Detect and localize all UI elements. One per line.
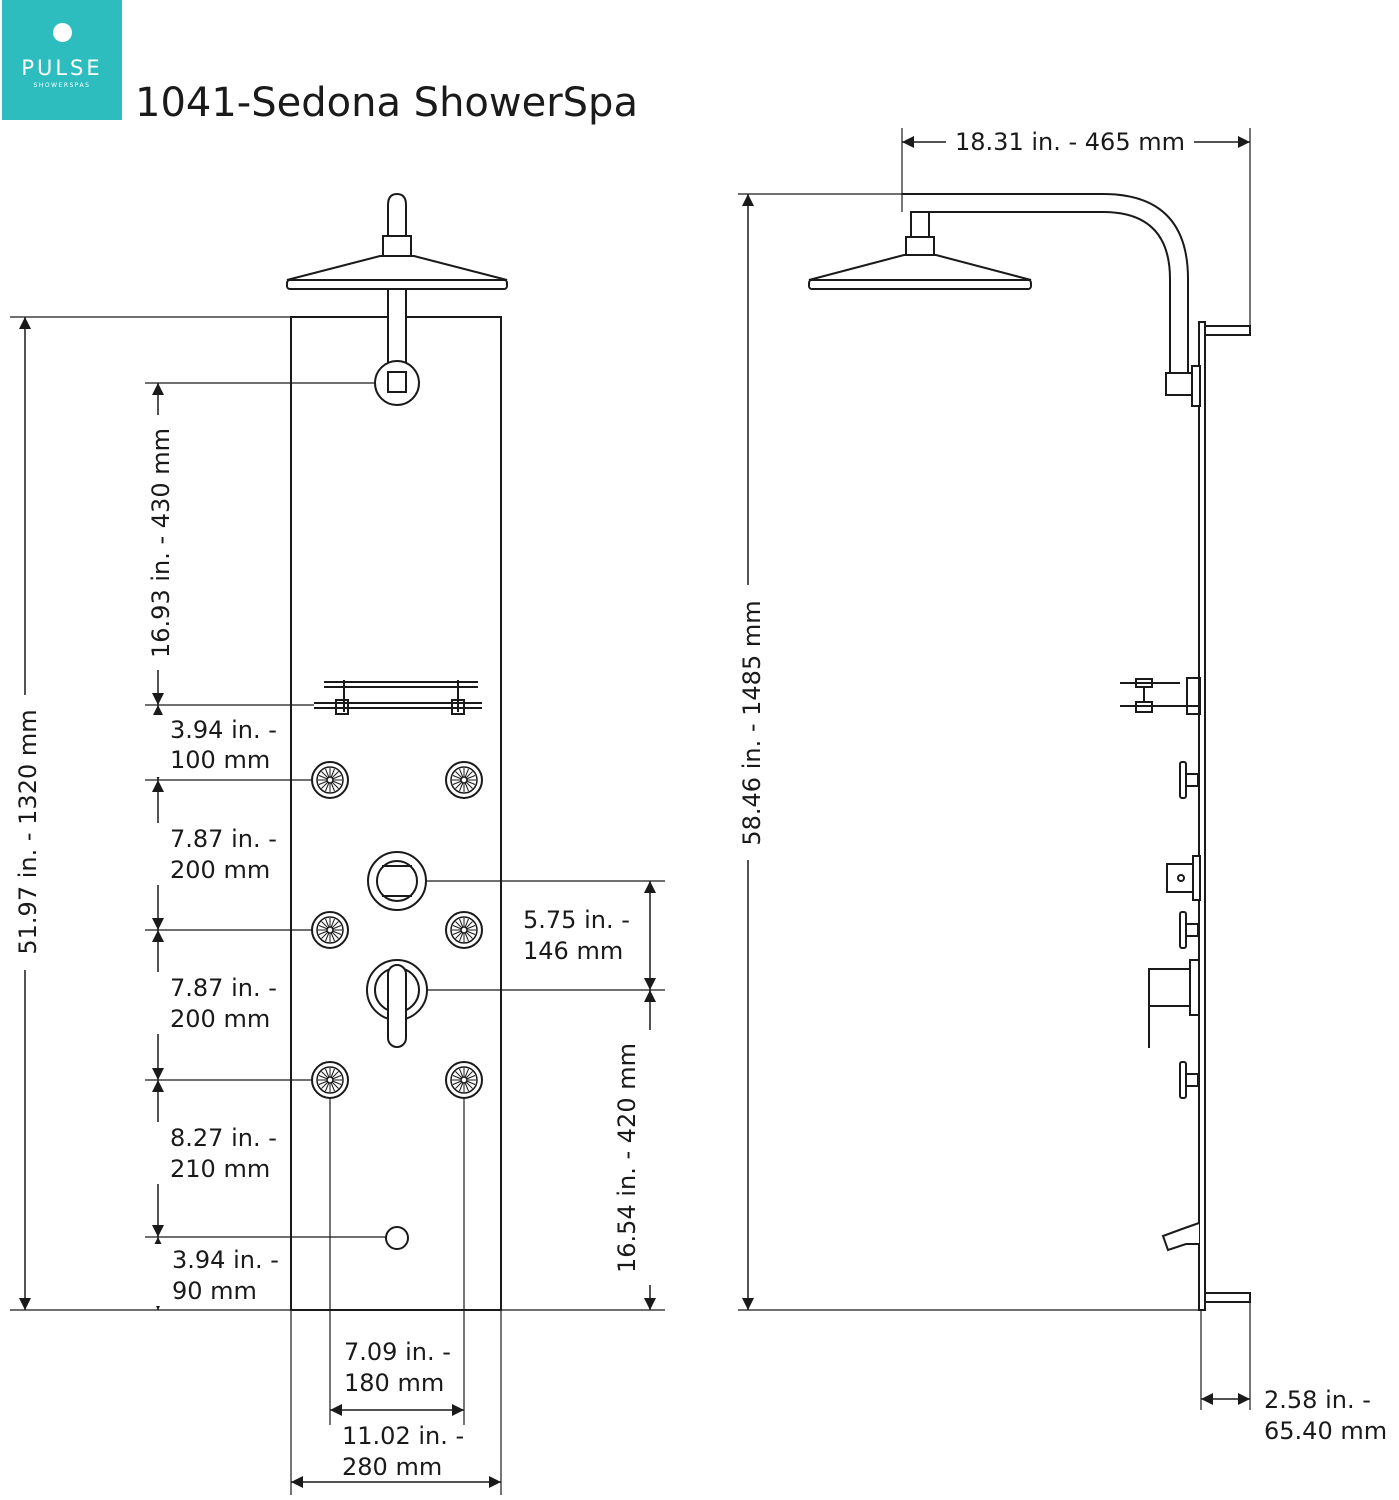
- dim-diverter-mixer-line2: 146 mm: [523, 937, 623, 965]
- side-bottom-bracket: [1204, 1292, 1251, 1303]
- front-extension-lines: [10, 316, 665, 1495]
- jet-right-1: [445, 761, 483, 799]
- front-rain-head: [286, 255, 508, 281]
- front-head-connector: [387, 192, 407, 236]
- jet-left-3: [311, 1061, 349, 1099]
- jet-right-3: [445, 1061, 483, 1099]
- side-mixer: [1148, 959, 1200, 1048]
- dim-shelf-jet-line1: 3.94 in. -: [170, 716, 277, 744]
- front-tub-spout: [385, 1226, 409, 1250]
- dim-jet-spacing-line2: 180 mm: [344, 1369, 444, 1397]
- dim-spout-bottom-line1: 3.94 in. -: [172, 1246, 279, 1274]
- dim-jet1-jet2-line2: 200 mm: [170, 856, 270, 884]
- dim-head-to-shelf: 16.93 in. - 430 mm: [147, 428, 175, 658]
- dim-jet2-jet3-line1: 7.87 in. -: [170, 974, 277, 1002]
- side-top-bracket: [1204, 325, 1251, 336]
- page-title: 1041-Sedona ShowerSpa: [135, 80, 638, 126]
- side-panel-outline: [1198, 321, 1206, 1311]
- dim-jet3-spout-line2: 210 mm: [170, 1155, 270, 1183]
- dimension-labels: 51.97 in. - 1320 mm 16.93 in. - 430 mm 3…: [14, 128, 1387, 1481]
- dim-jet2-jet3-line2: 200 mm: [170, 1005, 270, 1033]
- side-body-jets: [1179, 761, 1199, 1099]
- dim-shelf-jet-line2: 100 mm: [170, 746, 270, 774]
- dim-panel-width-line1: 11.02 in. -: [342, 1422, 464, 1450]
- front-view: [286, 192, 508, 1311]
- dim-panel-depth-line2: 65.40 mm: [1264, 1417, 1387, 1445]
- side-view: [808, 193, 1251, 1311]
- side-jet-3: [1179, 1061, 1199, 1099]
- dim-front-height: 51.97 in. - 1320 mm: [14, 709, 42, 954]
- label-masks: [10, 126, 1194, 1306]
- logo-brand: PULSE: [21, 56, 103, 80]
- dim-panel-width-line2: 280 mm: [342, 1453, 442, 1481]
- side-rain-head: [808, 254, 1032, 281]
- dim-diverter-mixer-line1: 5.75 in. -: [523, 906, 630, 934]
- dim-total-height: 58.46 in. - 1485 mm: [738, 600, 766, 845]
- side-jet-2: [1179, 911, 1199, 949]
- dim-jet1-jet2-line1: 7.87 in. -: [170, 825, 277, 853]
- front-shelf: [314, 680, 482, 715]
- side-shower-arm: [902, 193, 1189, 374]
- dim-jet3-spout-line1: 8.27 in. -: [170, 1124, 277, 1152]
- side-diverter: [1166, 863, 1194, 893]
- jet-left-1: [311, 761, 349, 799]
- jet-right-2: [445, 911, 483, 949]
- dim-arm-reach: 18.31 in. - 465 mm: [955, 128, 1185, 156]
- showerhead-ball-icon: [53, 23, 72, 42]
- front-mixer-lever: [387, 964, 407, 1048]
- front-panel-outline: [290, 316, 502, 1311]
- dim-spout-bottom-line2: 90 mm: [172, 1277, 257, 1305]
- side-jet-1: [1179, 761, 1199, 799]
- side-tub-spout: [1161, 1222, 1200, 1252]
- side-shelf: [1120, 677, 1201, 715]
- front-shower-arm: [387, 288, 407, 370]
- pulse-logo: PULSE SHOWERSPAS: [2, 0, 122, 120]
- dim-panel-depth-line1: 2.58 in. -: [1264, 1386, 1371, 1414]
- front-dimension-lines: [19, 317, 656, 1488]
- jet-left-2: [311, 911, 349, 949]
- logo-tagline: SHOWERSPAS: [33, 82, 91, 89]
- dim-jet-spacing-line1: 7.09 in. -: [344, 1338, 451, 1366]
- front-arm-flange: [374, 360, 420, 406]
- dim-mixer-bottom: 16.54 in. - 420 mm: [613, 1043, 641, 1273]
